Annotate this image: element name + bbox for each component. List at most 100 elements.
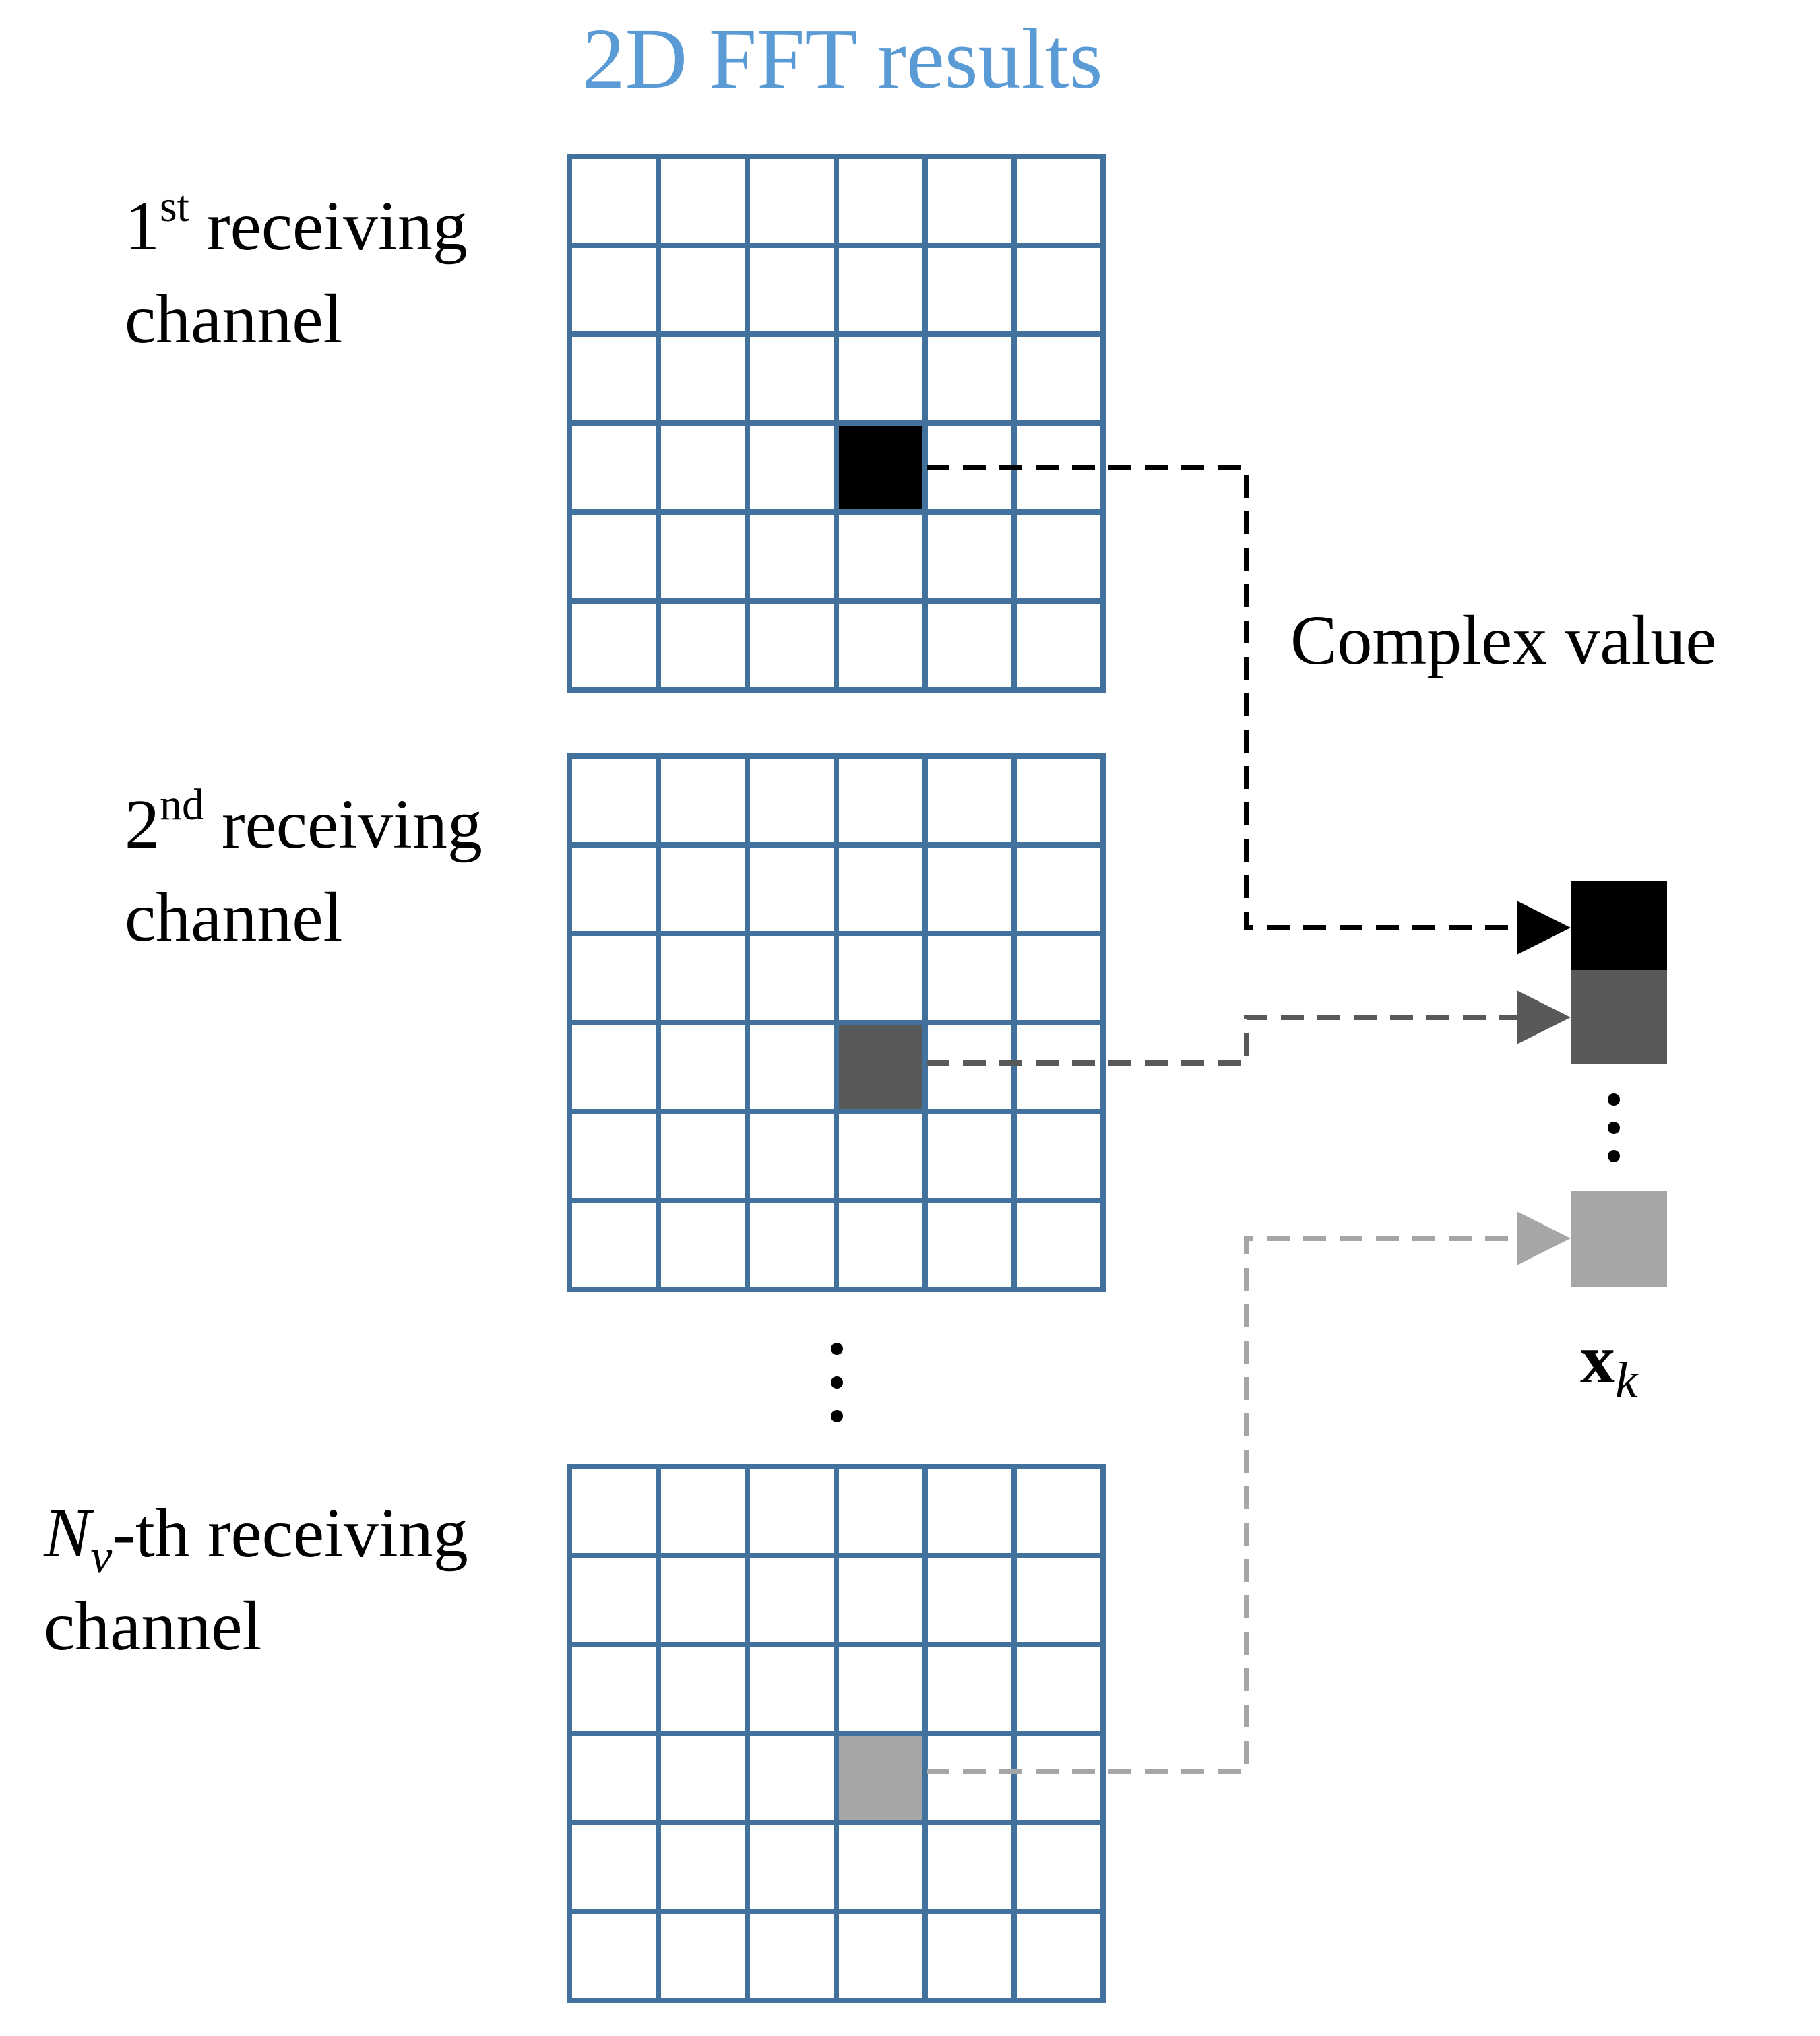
grid-cell [922, 154, 1017, 248]
channel-2-label-line1: 2nd receiving [125, 780, 482, 863]
grid-cell [922, 1642, 1017, 1736]
channel-nv-label-line2: channel [44, 1587, 261, 1665]
grid-cell [656, 753, 750, 848]
channel-nv-selected-cell [834, 1731, 928, 1825]
grid-cell [1011, 753, 1106, 848]
grid-cell [745, 1109, 839, 1203]
grid-cell [656, 842, 750, 936]
connector-channel-1 [927, 465, 1571, 955]
grid-cell [834, 1909, 928, 2003]
grid-cell [567, 598, 661, 693]
vector-label-base: x [1580, 1321, 1615, 1398]
grid-cell [567, 1109, 661, 1203]
grid-cell [567, 509, 661, 604]
channel-1-label-line2: channel [125, 280, 342, 358]
grid-cell [922, 1109, 1017, 1203]
grid-cell [1011, 243, 1106, 337]
grid-cell [834, 509, 928, 604]
grid-cell [922, 1464, 1017, 1558]
grid-cell [1011, 1109, 1106, 1203]
grid-cell [1011, 509, 1106, 604]
grid-cell [567, 1642, 661, 1736]
grid-cell [922, 1020, 1017, 1114]
grid-cell [745, 753, 839, 848]
channel-1-superscript: st [160, 182, 189, 231]
grid-cell [1011, 1820, 1106, 1914]
grid-cell [656, 1909, 750, 2003]
channel-2-ordinal: 2 [125, 786, 160, 863]
channel-2-selected-cell [834, 1020, 928, 1114]
grid-cell [922, 1820, 1017, 1914]
grid-cell [745, 154, 839, 248]
grid-cell [656, 331, 750, 426]
ellipsis-dot [831, 1410, 843, 1422]
grid-cell [745, 1820, 839, 1914]
grid-cell [656, 1464, 750, 1558]
diagram-title: 2D FFT results [582, 11, 1103, 106]
vector-ellipsis-dot [1608, 1093, 1620, 1106]
grid-cell [1011, 1198, 1106, 1292]
grid-cell [745, 842, 839, 936]
grid-cell [922, 1909, 1017, 2003]
grid-cell [834, 1642, 928, 1736]
connector-channel-nv [927, 1211, 1571, 1774]
grid-cell [567, 154, 661, 248]
channel-nv-symbol: N [43, 1494, 94, 1572]
grid-cell [834, 1464, 928, 1558]
grid-cell [567, 1731, 661, 1825]
grid-cell [656, 598, 750, 693]
vector-element-channel-2 [1571, 970, 1667, 1064]
grid-cell [656, 1820, 750, 1914]
grid-cell [1011, 331, 1106, 426]
grid-cell [834, 1553, 928, 1647]
channel-2-superscript: nd [160, 780, 204, 829]
output-vector [1571, 881, 1667, 1287]
vector-element-channel-nv [1571, 1191, 1667, 1287]
grid-cell [567, 420, 661, 515]
channel-1-fft-grid [567, 154, 1106, 693]
grid-cell [567, 331, 661, 426]
channel-1-label-line1: 1st receiving [125, 182, 468, 265]
grid-cell [656, 509, 750, 604]
grid-cell [567, 1020, 661, 1114]
grid-cell [922, 1731, 1017, 1825]
grid-cell [745, 243, 839, 337]
grid-cell [834, 842, 928, 936]
grid-cell [567, 243, 661, 337]
channel-1-ordinal: 1 [125, 187, 160, 265]
grid-cell [1011, 1020, 1106, 1114]
grid-cell [1011, 1464, 1106, 1558]
grid-cell [567, 1909, 661, 2003]
vector-label: xk [1580, 1321, 1639, 1409]
channel-1-selected-cell [834, 420, 928, 515]
grid-cell [1011, 1909, 1106, 2003]
grid-cell [567, 1820, 661, 1914]
grid-cell [745, 509, 839, 604]
channel-nv-label-rest: -th receiving [112, 1494, 468, 1572]
grid-cell [745, 1198, 839, 1292]
ellipsis-dot [831, 1376, 843, 1389]
grid-cell [656, 931, 750, 1025]
grid-cell [745, 1731, 839, 1825]
vector-element-channel-1 [1571, 881, 1667, 970]
grid-cell [1011, 154, 1106, 248]
complex-value-label: Complex value [1290, 602, 1717, 679]
grid-cell [834, 243, 928, 337]
ellipsis-dot [831, 1343, 843, 1355]
grid-cell [834, 331, 928, 426]
grid-cell [834, 931, 928, 1025]
grid-cell [922, 1198, 1017, 1292]
vector-ellipsis-dot [1608, 1150, 1620, 1162]
grid-cell [1011, 598, 1106, 693]
channel-1-label-rest: receiving [189, 187, 468, 265]
grid-cell [834, 598, 928, 693]
grid-cell [567, 842, 661, 936]
grid-cell [745, 331, 839, 426]
grid-cell [567, 1553, 661, 1647]
grid-cell [656, 1109, 750, 1203]
grid-cell [922, 842, 1017, 936]
grid-cell [745, 1909, 839, 2003]
connector-channel-2 [927, 990, 1571, 1066]
grid-cell [656, 154, 750, 248]
